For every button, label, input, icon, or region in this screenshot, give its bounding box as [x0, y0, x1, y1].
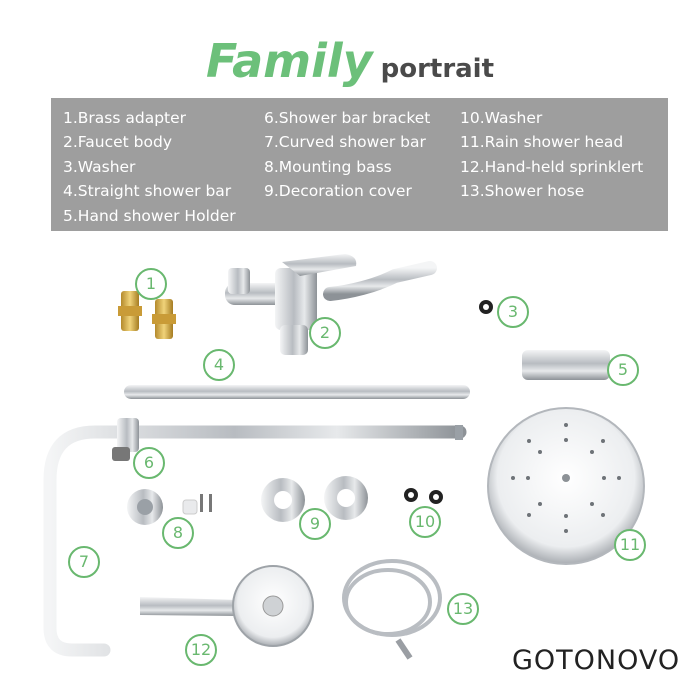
- legend-item: 5.Hand shower Holder: [63, 206, 236, 225]
- title-sub: portrait: [380, 54, 495, 84]
- legend-item: 3.Washer: [63, 157, 136, 176]
- callout-12: 12: [185, 634, 217, 666]
- washer-pair: [404, 488, 443, 504]
- callout-11: 11: [614, 529, 646, 561]
- callout-13: 13: [447, 593, 479, 625]
- legend-item: 10.Washer: [460, 109, 543, 127]
- callout-5: 5: [607, 354, 639, 386]
- rain-shower-head: [487, 407, 645, 565]
- callout-2: 2: [309, 317, 341, 349]
- decoration-cover: [261, 476, 368, 522]
- callout-4: 4: [203, 349, 235, 381]
- callout-10: 10: [409, 506, 441, 538]
- shower-bar-bracket: [112, 418, 139, 461]
- brass-adapter: [118, 291, 176, 339]
- legend-column-1: 1.Brass adapter 2.Faucet body 3.Washer 4…: [63, 106, 236, 228]
- legend-item: 2.Faucet body: [63, 133, 172, 152]
- legend-item: 11.Rain shower head: [460, 133, 624, 152]
- hand-held-sprinkler: [140, 565, 314, 647]
- legend-item: 8.Mounting bass: [264, 157, 392, 176]
- straight-shower-bar: [124, 385, 470, 399]
- callout-6: 6: [133, 447, 165, 479]
- legend-item: 1.Brass adapter: [63, 109, 187, 127]
- mounting-base: [127, 489, 212, 525]
- washer: [479, 300, 493, 314]
- callout-8: 8: [162, 517, 194, 549]
- legend-item: 13.Shower hose: [460, 182, 585, 201]
- hand-shower-holder: [522, 350, 610, 380]
- legend-column-3: 10.Washer 11.Rain shower head 12.Hand-he…: [460, 106, 643, 204]
- callout-7: 7: [68, 546, 100, 578]
- legend-item: 4.Straight shower bar: [63, 182, 232, 201]
- faucet-body: [225, 254, 437, 355]
- curved-shower-bar: [43, 425, 467, 657]
- shower-hose: [342, 559, 442, 660]
- title-main: Family: [205, 34, 373, 88]
- callout-9: 9: [299, 508, 331, 540]
- callout-1: 1: [135, 268, 167, 300]
- brand-logo: GOTONOVO: [512, 645, 681, 676]
- legend-item: 7.Curved shower bar: [264, 133, 426, 152]
- parts-legend: 1.Brass adapter 2.Faucet body 3.Washer 4…: [51, 98, 668, 231]
- legend-item: 6.Shower bar bracket: [264, 109, 431, 127]
- legend-column-2: 6.Shower bar bracket 7.Curved shower bar…: [264, 106, 430, 204]
- callout-3: 3: [497, 296, 529, 328]
- legend-item: 12.Hand-held sprinklert: [460, 157, 644, 176]
- legend-item: 9.Decoration cover: [264, 182, 412, 201]
